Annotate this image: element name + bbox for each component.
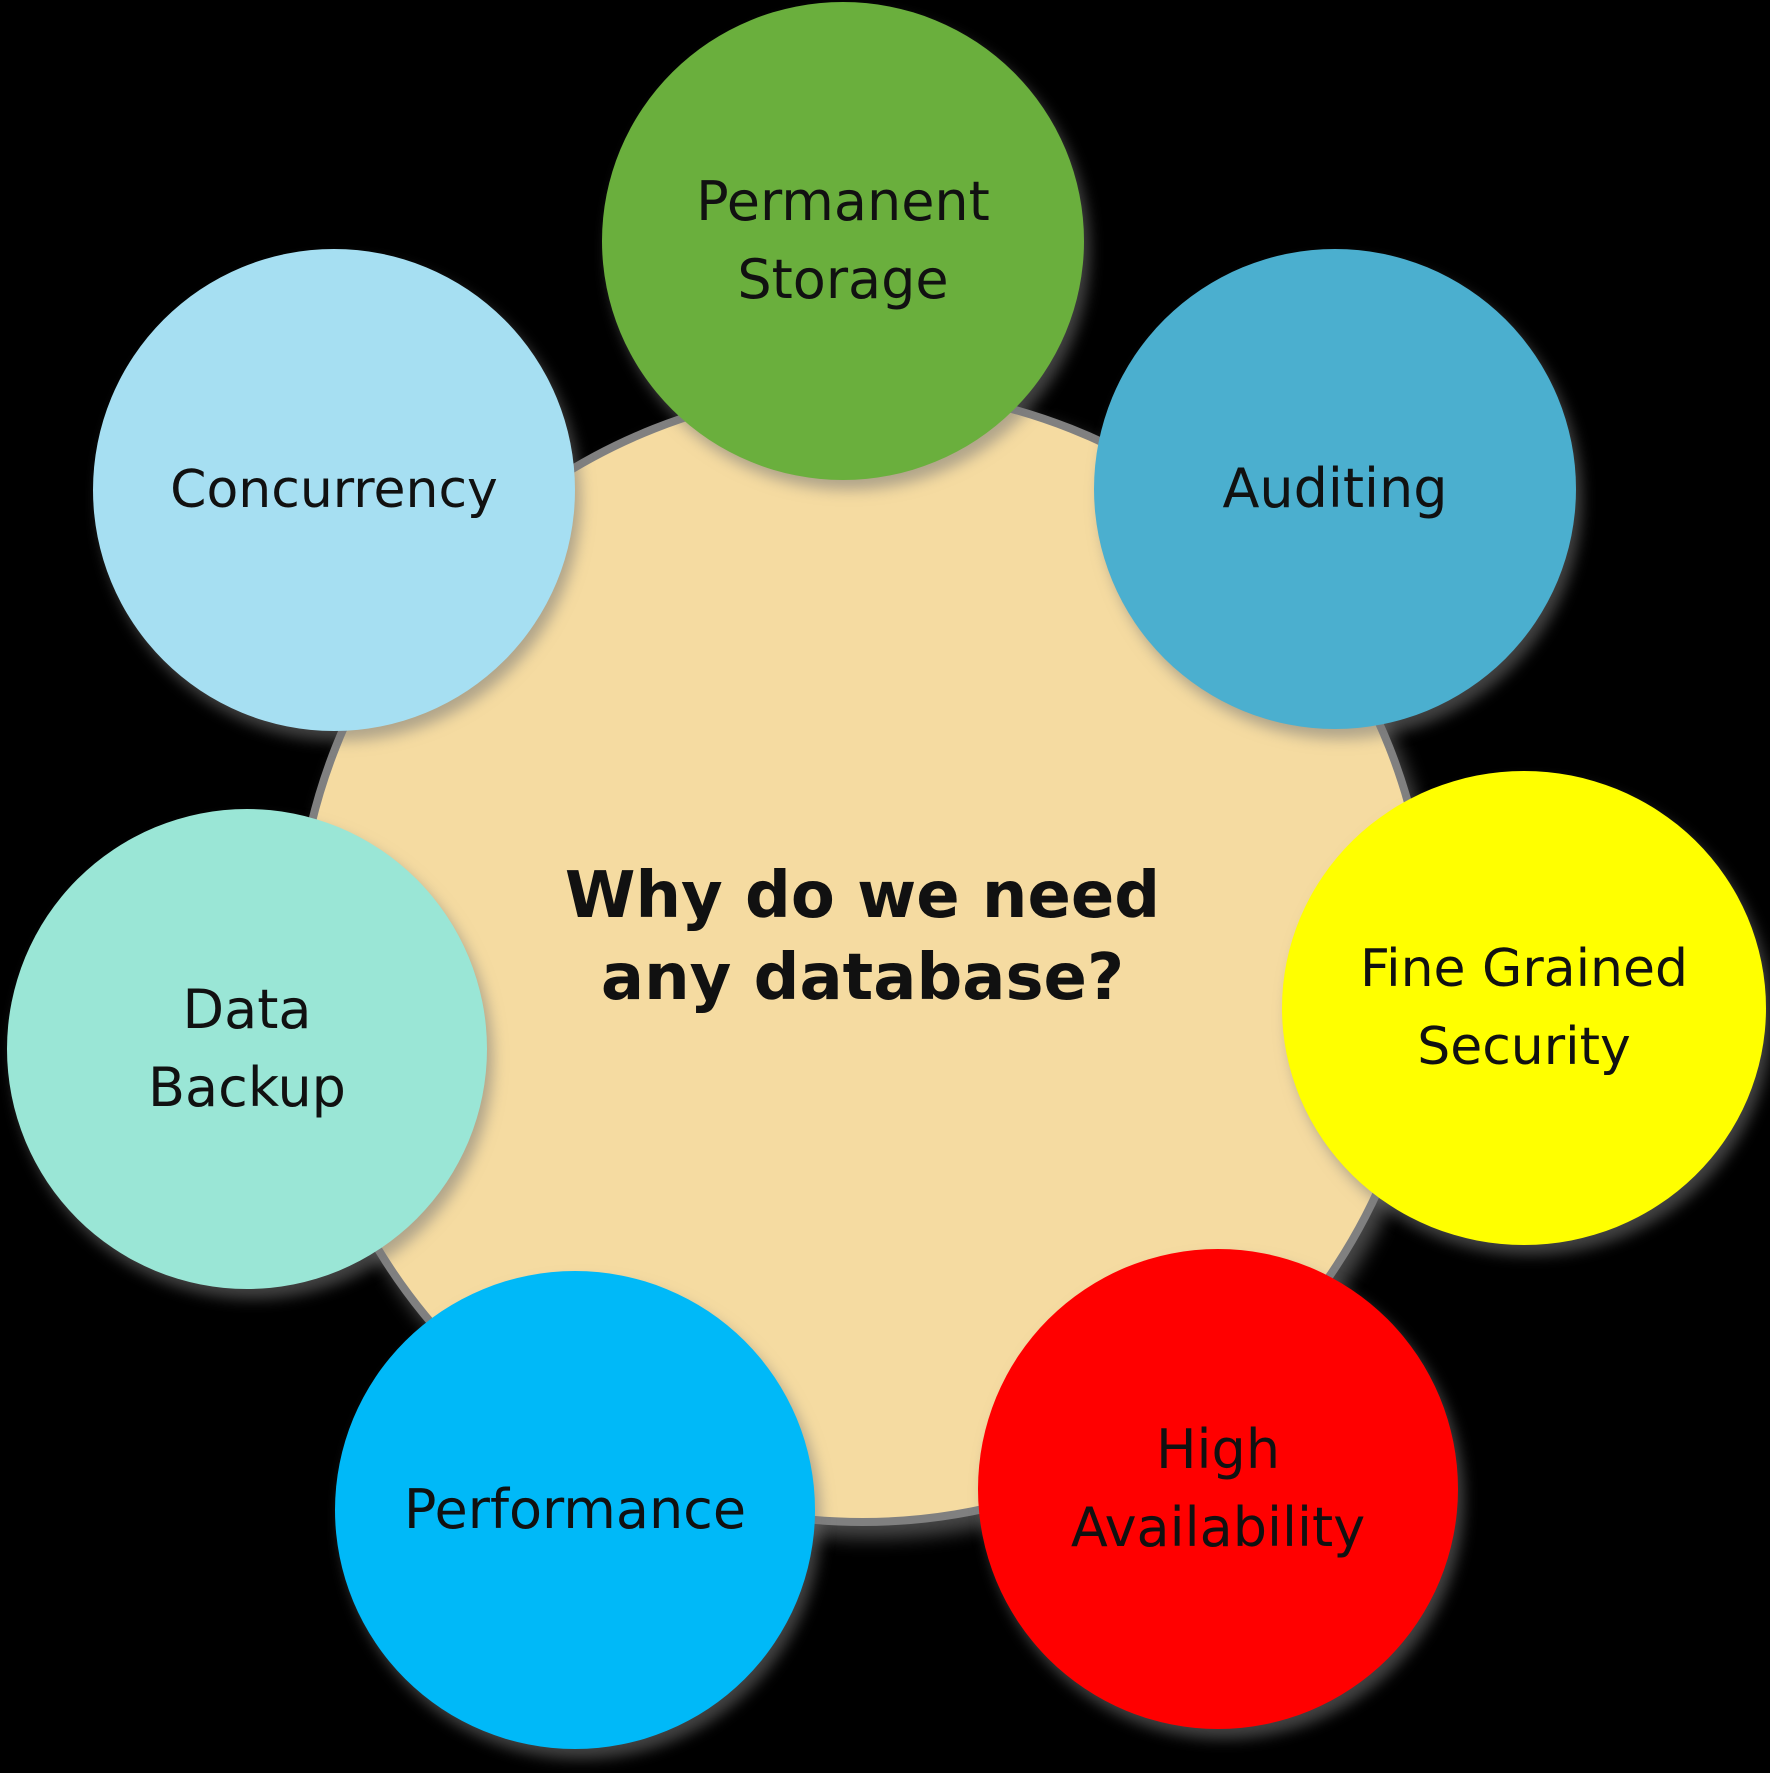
center-question-line-2: any database? xyxy=(600,940,1125,1015)
node-permanent-storage: Permanent Storage xyxy=(602,2,1084,480)
node-fine-grained-security-label-1: Fine Grained xyxy=(1360,939,1688,999)
node-data-backup-label-1: Data xyxy=(182,978,312,1041)
node-high-availability: High Availability xyxy=(978,1249,1458,1729)
node-concurrency-label: Concurrency xyxy=(170,460,498,520)
node-permanent-storage-label-2: Storage xyxy=(737,248,949,311)
node-performance: Performance xyxy=(335,1271,815,1749)
node-performance-label: Performance xyxy=(403,1478,747,1541)
node-high-availability-label-1: High xyxy=(1155,1418,1281,1481)
node-permanent-storage-label-1: Permanent xyxy=(696,170,990,233)
center-question-line-1: Why do we need xyxy=(564,858,1161,933)
node-fine-grained-security-label-2: Security xyxy=(1417,1017,1631,1077)
node-data-backup-label-2: Backup xyxy=(148,1056,346,1119)
node-auditing-label: Auditing xyxy=(1222,457,1448,520)
node-data-backup: Data Backup xyxy=(7,809,487,1289)
node-high-availability-label-2: Availability xyxy=(1070,1496,1366,1559)
node-concurrency: Concurrency xyxy=(93,249,575,731)
node-fine-grained-security: Fine Grained Security xyxy=(1282,771,1766,1245)
node-auditing: Auditing xyxy=(1094,249,1576,729)
center-question: Why do we need any database? xyxy=(565,855,1160,1019)
